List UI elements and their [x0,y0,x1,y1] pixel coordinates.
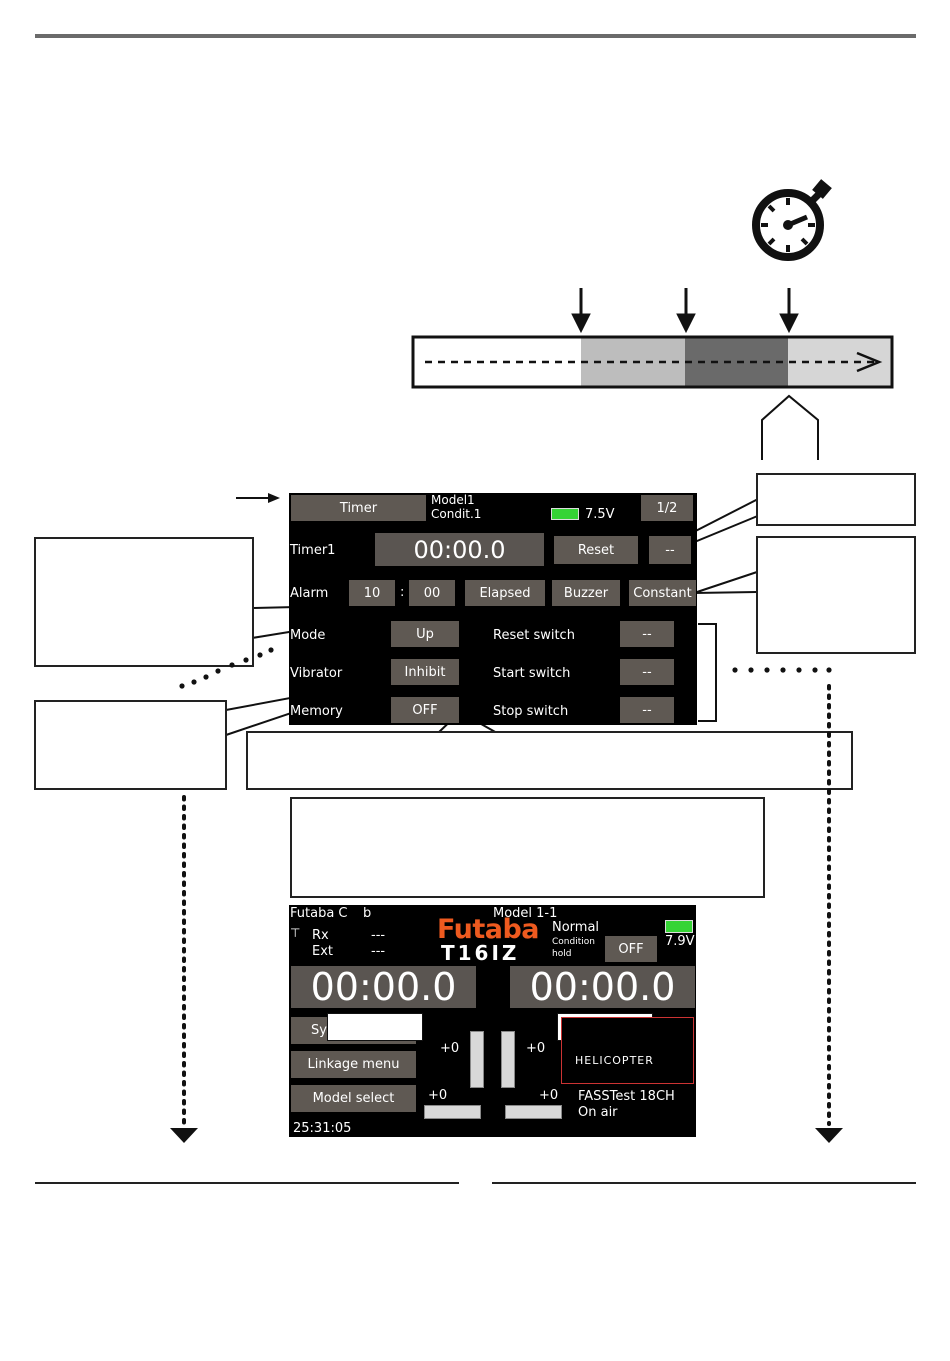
range-bracket [761,394,819,460]
condition-hold-label-2: hold [552,949,572,959]
rx-label: Rx [312,928,329,943]
stop-switch-label: Stop switch [493,704,569,719]
ext-label: Ext [312,944,334,959]
alarm-point-arrows [571,288,799,334]
battery-icon [551,508,579,520]
mode-button[interactable]: Up [391,621,459,647]
timer1-display[interactable]: 00:00.0 [375,533,544,566]
header-rule [35,34,916,38]
condition-name: Normal [552,920,600,935]
model-select-button[interactable]: Model select [291,1085,416,1112]
condition-hold-button[interactable]: OFF [605,936,657,962]
model-type-label: HELICOPTER [575,1054,654,1067]
model-name: Model1 [431,493,475,507]
callout-vibrator [34,700,227,790]
model-type-panel: HELICOPTER [561,1017,694,1084]
trim-left-horizontal-value: +0 [428,1088,448,1103]
product-logo: T16IZ [441,941,520,965]
alarm-seconds-button[interactable]: 00 [409,580,455,606]
vibrator-button[interactable]: Inhibit [391,659,459,685]
callout-alarm-mode [34,537,254,667]
rx-value: --- [371,928,386,943]
stopwatch-icon [752,179,832,261]
page-button[interactable]: 1/2 [641,495,693,521]
trim-left-vertical-value: +0 [440,1041,460,1056]
trim-right-horizontal-value: +0 [539,1088,559,1103]
callout-buzzer [756,473,916,526]
home-screen: Futaba C b Model 1-1 ⊤ Rx --- Ext --- Fu… [289,905,696,1137]
trim-left-horizontal-bar [424,1105,481,1119]
trim-right-vertical-value: +0 [526,1041,546,1056]
trim-left-vertical-bar [470,1031,484,1088]
mode-label: Mode [290,628,326,643]
alarm-minutes-button[interactable]: 10 [349,580,395,606]
battery-voltage: 7.5V [585,507,615,522]
flow-dotted-lines [170,647,843,1143]
alarm-label: Alarm [290,586,329,601]
stop-switch-button[interactable]: -- [620,697,674,723]
elapsed-time: 25:31:05 [293,1121,352,1136]
model-name: Model 1-1 [493,906,558,921]
rf-status: On air [578,1105,618,1120]
antenna-icon: ⊤ [290,926,301,940]
buzzer-button[interactable]: Buzzer [552,580,620,606]
callout-home-timers [290,797,765,898]
reset-switch-button[interactable]: -- [620,621,674,647]
ext-value: --- [371,944,386,959]
trim-right-vertical-bar [501,1031,515,1088]
memory-label: Memory [290,704,343,719]
start-switch-button[interactable]: -- [620,659,674,685]
elapsed-button[interactable]: Elapsed [465,580,545,606]
trim-right-horizontal-bar [505,1105,562,1119]
timer2-display[interactable]: 00:00.0 [510,965,695,1009]
callout-memory [246,731,853,790]
system-mode: FASSTest 18CH [578,1089,675,1104]
reset-button[interactable]: Reset [554,536,638,564]
condition-hold-label: Condition [552,937,595,947]
futaba-logo: Futaba [437,914,540,945]
owner-name: Futaba C [290,906,348,921]
callout-constant [756,536,916,654]
constant-button[interactable]: Constant [629,580,696,606]
alarm-separator: : [400,585,405,600]
timer-title-button[interactable]: Timer [291,495,426,521]
battery-icon [665,920,693,933]
battery-voltage: 7.9V [665,934,695,949]
timer-setting-screen: Timer Model1 Condit.1 7.5V 1/2 Timer1 00… [289,493,697,725]
vibrator-label: Vibrator [290,666,343,681]
condition-name: Condit.1 [431,507,482,521]
timer1-display[interactable]: 00:00.0 [291,965,476,1009]
linkage-menu-button[interactable]: Linkage menu [291,1051,416,1078]
memory-button[interactable]: OFF [391,697,459,723]
bottom-rule-right [492,1182,916,1184]
reset-switch-label: Reset switch [493,628,575,643]
timer-extra-button[interactable]: -- [649,536,691,564]
start-switch-label: Start switch [493,666,571,681]
timer1-label: Timer1 [290,543,336,558]
timer-progress-bar [411,335,894,389]
timer1-caption-box [327,1013,423,1041]
owner-name-tail: b [363,906,372,921]
bottom-rule-left [35,1182,459,1184]
